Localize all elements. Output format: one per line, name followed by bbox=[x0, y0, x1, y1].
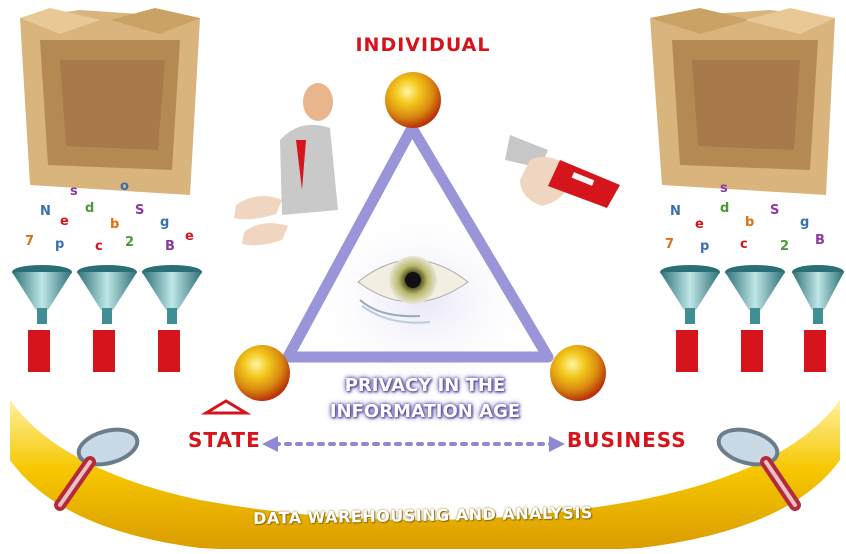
privacy-triangle bbox=[282, 122, 554, 363]
svg-text:s: s bbox=[70, 184, 78, 199]
state-business-arrow bbox=[262, 436, 565, 452]
hand-card-icon bbox=[505, 135, 620, 208]
right-letter-cascade: Ne d b Sg 7 p c 2 Bs bbox=[665, 181, 825, 254]
center-title-line-1: PRIVACY IN THE bbox=[344, 375, 506, 396]
eye-icon bbox=[357, 256, 469, 324]
individual-sphere-icon bbox=[385, 72, 441, 128]
svg-text:b: b bbox=[745, 215, 754, 230]
svg-text:g: g bbox=[160, 215, 169, 230]
svg-text:o: o bbox=[120, 179, 129, 194]
svg-text:2: 2 bbox=[125, 235, 134, 250]
svg-text:d: d bbox=[85, 201, 94, 216]
svg-text:N: N bbox=[670, 204, 681, 219]
svg-text:7: 7 bbox=[25, 234, 34, 249]
svg-text:c: c bbox=[740, 237, 748, 252]
svg-text:B: B bbox=[165, 239, 175, 254]
left-letter-cascade: Ne d b Sg 7 p c 2 Be s o bbox=[25, 179, 194, 254]
right-funnel-icon bbox=[792, 265, 844, 372]
svg-text:N: N bbox=[40, 204, 51, 219]
center-title-line-2: INFORMATION AGE bbox=[329, 401, 521, 422]
center-title: PRIVACY IN THE INFORMATION AGE bbox=[320, 373, 530, 425]
svg-text:c: c bbox=[95, 239, 103, 254]
svg-text:s: s bbox=[720, 181, 728, 196]
svg-text:g: g bbox=[800, 215, 809, 230]
svg-text:d: d bbox=[720, 201, 729, 216]
state-label: STATE bbox=[188, 428, 261, 452]
business-label: BUSINESS bbox=[567, 428, 687, 452]
svg-text:e: e bbox=[695, 217, 704, 232]
right-funnel-icon bbox=[725, 265, 785, 372]
right-magnifier-icon bbox=[716, 427, 801, 511]
svg-text:S: S bbox=[135, 203, 144, 218]
svg-text:2: 2 bbox=[780, 239, 789, 254]
svg-text:7: 7 bbox=[665, 237, 674, 252]
left-cardboard-box-icon bbox=[20, 8, 200, 195]
left-funnel-icon bbox=[142, 265, 202, 372]
svg-text:p: p bbox=[55, 237, 64, 252]
data-warehouse-arc bbox=[10, 400, 840, 554]
right-cardboard-box-icon bbox=[650, 8, 835, 195]
svg-text:e: e bbox=[60, 214, 69, 229]
bank-icon bbox=[200, 399, 252, 415]
svg-text:B: B bbox=[815, 233, 825, 248]
svg-text:p: p bbox=[700, 239, 709, 254]
business-sphere-icon bbox=[550, 345, 606, 401]
svg-text:e: e bbox=[185, 229, 194, 244]
left-funnel-icon bbox=[12, 265, 72, 372]
right-funnel-icon bbox=[660, 265, 720, 372]
svg-text:b: b bbox=[110, 217, 119, 232]
left-magnifier-icon bbox=[54, 427, 140, 511]
person-icon bbox=[234, 83, 338, 246]
individual-label: INDIVIDUAL bbox=[355, 34, 491, 56]
left-funnel-icon bbox=[77, 265, 137, 372]
state-sphere-icon bbox=[234, 345, 290, 401]
svg-text:S: S bbox=[770, 203, 779, 218]
